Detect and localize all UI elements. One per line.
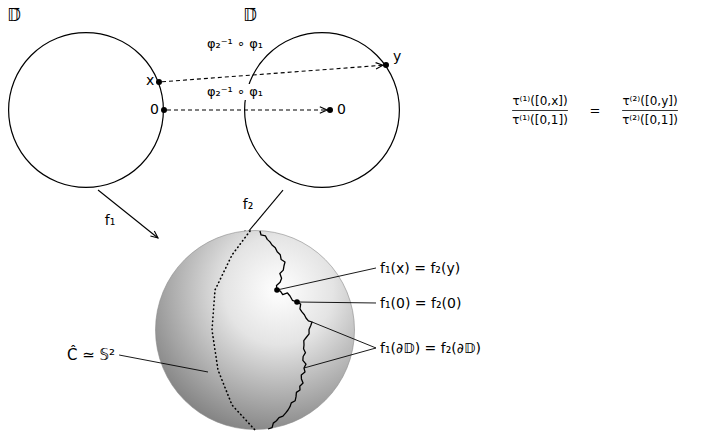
- map-label: f₂: [241, 196, 256, 213]
- disk-circle: [245, 33, 400, 188]
- closed-disk: 𝔻̄x0: [8, 32, 164, 188]
- dashed-map-arrow: [167, 109, 327, 110]
- sphere-body: [156, 231, 355, 430]
- fraction-numerator: τ⁽²⁾([0,y]): [622, 94, 677, 108]
- point-label: x: [146, 72, 154, 89]
- leader-line: [119, 355, 208, 372]
- fraction-denominator: τ⁽¹⁾([0,1]): [512, 113, 568, 127]
- boundary-curve: [260, 231, 312, 429]
- map-label: f₁: [103, 212, 118, 229]
- shape-label: 𝔻̄: [243, 5, 257, 25]
- riemann-sphere: Ĉ ≃ 𝕊²: [155, 230, 355, 430]
- fraction-bar: [622, 110, 678, 111]
- map-label: φ₂⁻¹ ∘ φ₁: [205, 84, 265, 100]
- shape-label: 𝔻̄: [7, 5, 21, 25]
- point-label: 0: [150, 101, 159, 118]
- disk-circle: [9, 33, 164, 188]
- curve-label: f₁(∂𝔻) = f₂(∂𝔻): [380, 340, 481, 357]
- boundary-point: x: [156, 79, 162, 85]
- leader-line: [277, 268, 376, 290]
- leader-line: [312, 322, 376, 348]
- disk-outline: [244, 32, 400, 188]
- map-label: φ₂⁻¹ ∘ φ₁: [205, 36, 265, 52]
- boundary-point: 0: [161, 107, 167, 113]
- fraction-numerator: τ⁽¹⁾([0,x]): [512, 94, 567, 108]
- fraction-bar: [512, 110, 568, 111]
- center-point: 0: [327, 107, 333, 113]
- map-arrow: [98, 190, 158, 238]
- fraction-denominator: τ⁽²⁾([0,1]): [622, 113, 678, 127]
- boundary-point: y: [383, 62, 389, 68]
- equals-sign: =: [590, 103, 601, 119]
- dashed-map-arrow: [162, 65, 383, 82]
- leader-line: [297, 302, 376, 304]
- shape-label: Ĉ ≃ 𝕊²: [67, 346, 115, 364]
- point-label: f₁(x) = f₂(y): [380, 260, 460, 277]
- closed-disk: 𝔻̄y0: [244, 32, 400, 188]
- sphere-illustration: [155, 230, 355, 430]
- point-label: 0: [337, 101, 346, 118]
- point-label: y: [393, 48, 401, 65]
- point-label: f₁(0) = f₂(0): [380, 295, 461, 312]
- disk-outline: [8, 32, 164, 188]
- hidden-curve: [212, 231, 255, 430]
- leader-line: [304, 348, 376, 368]
